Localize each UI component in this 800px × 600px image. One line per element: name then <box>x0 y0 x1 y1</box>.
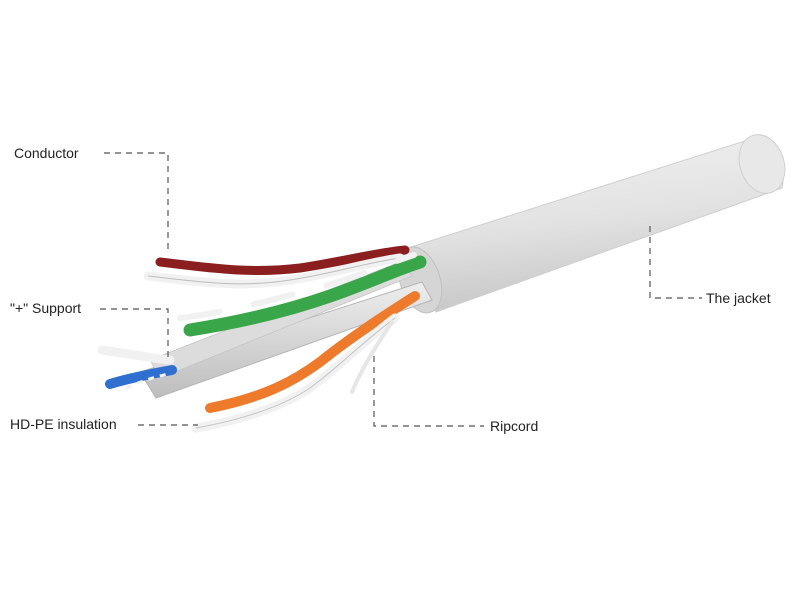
brown-wire-pair <box>143 245 410 289</box>
orange-wire-pair <box>191 291 420 433</box>
jacket-label: The jacket <box>706 290 771 306</box>
conductor-label: Conductor <box>14 145 79 161</box>
ripcord-thread <box>350 320 394 394</box>
support-label: "+" Support <box>10 300 82 316</box>
insulation-label: HD-PE insulation <box>10 416 117 432</box>
blue-wire-pair <box>97 345 177 390</box>
support-leader <box>100 308 169 360</box>
green-wire-pair <box>177 252 427 337</box>
ripcord-leader <box>373 356 484 427</box>
ripcord-label: Ripcord <box>490 418 539 434</box>
jacket-leader <box>649 226 702 299</box>
conductor-leader <box>104 152 169 254</box>
